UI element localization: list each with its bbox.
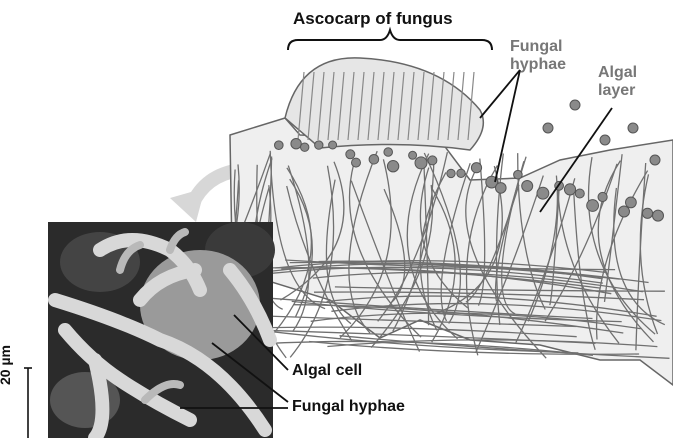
algal-cell — [650, 155, 660, 165]
algal-cell — [653, 210, 664, 221]
algal-cell — [619, 206, 630, 217]
algal-cell — [587, 200, 599, 212]
fungal-hyphae-micrograph-label: Fungal hyphae — [292, 398, 405, 416]
algal-cell — [626, 197, 637, 208]
algal-cell — [447, 169, 455, 177]
algal-cell — [564, 184, 575, 195]
algal-cell — [598, 192, 607, 201]
algal-cell — [537, 187, 549, 199]
algal-cell — [387, 161, 398, 172]
algal-cell-label: Algal cell — [292, 362, 362, 380]
ascocarp — [285, 58, 483, 150]
algal-layer-label: Algal layer — [598, 64, 637, 99]
algal-cell — [275, 141, 284, 150]
algal-cell — [570, 100, 580, 110]
algal-cell — [352, 158, 361, 167]
algal-cell — [543, 123, 553, 133]
ascocarp-label: Ascocarp of fungus — [293, 10, 453, 29]
algal-cell — [329, 141, 337, 149]
algal-cell — [575, 189, 584, 198]
algal-cell — [628, 123, 638, 133]
algal-cell — [384, 148, 393, 157]
algal-cell — [301, 143, 309, 151]
algal-cell — [346, 150, 355, 159]
algal-cell — [415, 157, 427, 169]
fungal-hyphae-label-line2: hyphae — [510, 56, 566, 74]
algal-cell — [514, 170, 523, 179]
scale-bar-label: 20 µm — [0, 345, 13, 385]
algal-cell — [496, 183, 507, 194]
algal-cell — [457, 169, 465, 177]
algal-cell — [369, 155, 379, 165]
algal-layer-label-line1: Algal — [598, 64, 637, 82]
algal-cell — [600, 135, 610, 145]
ascocarp-bracket — [288, 30, 492, 50]
algal-cell — [409, 151, 417, 159]
algal-cell — [428, 156, 437, 165]
arrow-head — [170, 188, 205, 222]
algal-cell — [291, 139, 301, 149]
algal-cell — [315, 141, 323, 149]
algal-cell — [471, 163, 481, 173]
fungal-hyphae-label-line1: Fungal — [510, 38, 566, 56]
algal-cell — [642, 208, 652, 218]
sem-micrograph — [48, 222, 288, 438]
fungal-hyphae-label: Fungal hyphae — [510, 38, 566, 73]
algal-cell — [522, 181, 533, 192]
scale-bar — [24, 368, 32, 438]
algal-layer-label-line2: layer — [598, 82, 637, 100]
